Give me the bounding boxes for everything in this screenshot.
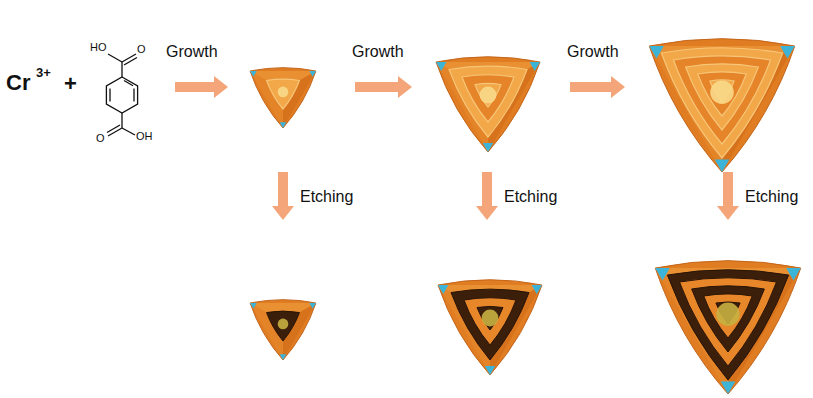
mof-crystals [250, 39, 801, 394]
grown-crystal [649, 39, 794, 172]
etched-crystal [250, 300, 316, 360]
step-label: Etching [504, 189, 557, 205]
step-label: Growth [567, 44, 619, 60]
step-label: Growth [352, 44, 404, 60]
atom-label: O [96, 133, 105, 144]
atom-label: OH [136, 131, 153, 142]
ion-symbol: Cr [6, 72, 30, 94]
etched-crystal [655, 261, 800, 394]
growth-arrow [175, 76, 228, 98]
step-label: Etching [745, 189, 798, 205]
growth-arrow [355, 76, 412, 98]
atom-label: HO [90, 42, 107, 53]
ion-charge: 3+ [36, 66, 51, 79]
atom-label: O [137, 44, 146, 55]
terephthalic-acid-structure [106, 54, 137, 136]
growth-arrow [570, 76, 625, 98]
grown-crystal [436, 57, 540, 152]
step-label: Etching [300, 189, 353, 205]
plus-sign: + [64, 73, 77, 95]
etching-arrow [272, 172, 294, 220]
step-label: Growth [166, 44, 218, 60]
etching-arrow [476, 172, 498, 220]
grown-crystal [250, 68, 316, 128]
etching-arrow [717, 172, 739, 220]
etched-crystal [438, 280, 542, 375]
